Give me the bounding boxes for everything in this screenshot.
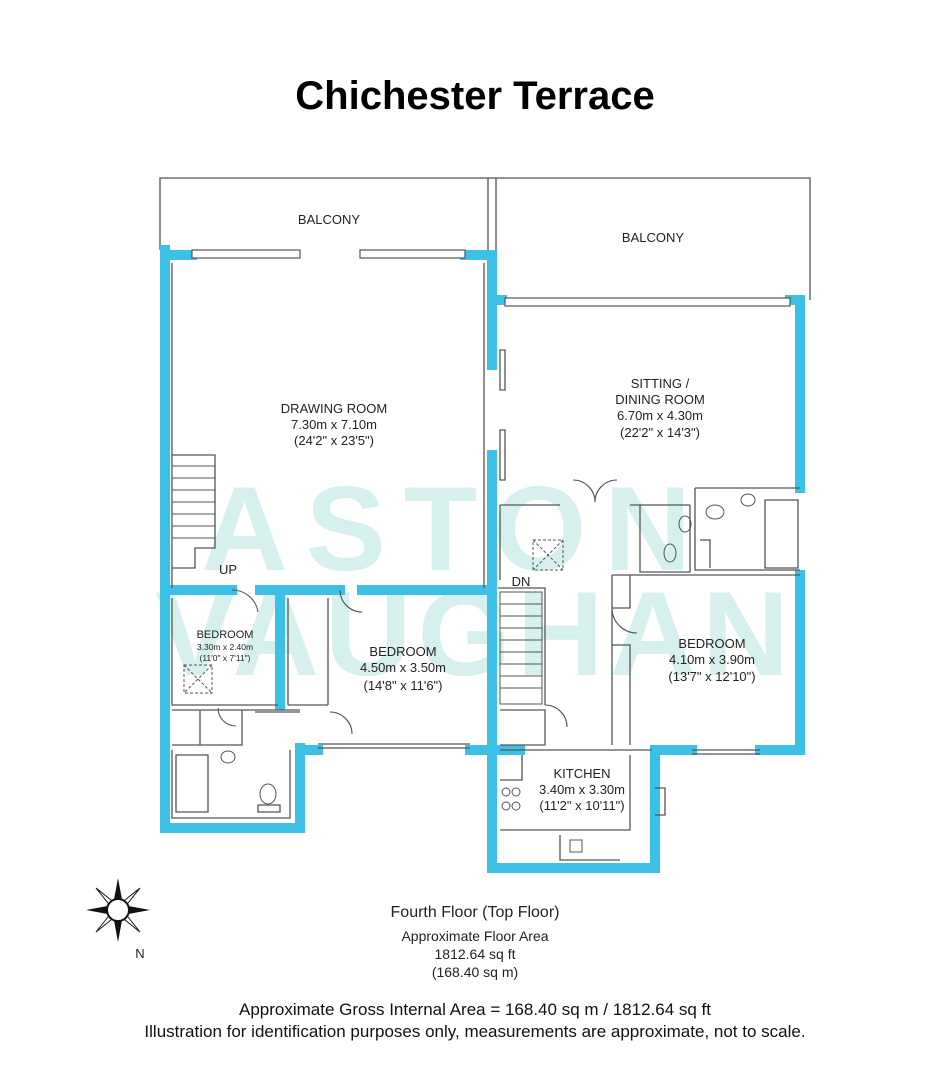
sitting-room-imperial: (22'2" x 14'3")	[620, 425, 700, 440]
stairs-down	[499, 591, 543, 705]
interior-walls	[171, 263, 800, 861]
bedroom-small-name: BEDROOM	[197, 629, 254, 641]
down-label: DN	[512, 574, 531, 589]
floor-area-sqft: 1812.64 sq ft	[434, 946, 516, 962]
bedroom-middle-name: BEDROOM	[369, 644, 436, 659]
kitchen-imperial: (11'2" x 10'11")	[539, 798, 624, 813]
sitting-room-name-line1: SITTING /	[631, 376, 690, 391]
watermark-line1: ASTON	[201, 462, 709, 596]
balcony-right-label: BALCONY	[622, 230, 684, 245]
windows	[191, 249, 791, 307]
floor-area-sqm: (168.40 sq m)	[431, 964, 519, 980]
disclaimer-note: Illustration for identification purposes…	[144, 1022, 806, 1041]
compass-icon	[86, 878, 150, 942]
doors	[217, 479, 638, 735]
bedroom-middle-metric: 4.50m x 3.50m	[360, 660, 446, 675]
plan-title: Chichester Terrace	[295, 74, 655, 118]
walls	[160, 245, 805, 873]
north-label: N	[135, 946, 144, 961]
floor-name: Fourth Floor (Top Floor)	[390, 904, 560, 921]
balcony-outlines	[159, 177, 811, 300]
up-label: UP	[219, 562, 237, 577]
bedroom-small-imperial: (11'0" x 7'11")	[199, 653, 250, 663]
kitchen-name: KITCHEN	[553, 766, 610, 781]
skylights	[183, 539, 564, 694]
bedroom-right-imperial: (13'7" x 12'10")	[668, 669, 755, 684]
drawing-room-metric: 7.30m x 7.10m	[291, 417, 377, 432]
drawing-room-imperial: (24'2" x 23'5")	[294, 433, 374, 448]
sitting-room-metric: 6.70m x 4.30m	[617, 408, 703, 423]
kitchen-metric: 3.40m x 3.30m	[539, 782, 625, 797]
drawing-room-name: DRAWING ROOM	[281, 401, 387, 416]
bedroom-middle-imperial: (14'8" x 11'6")	[364, 678, 443, 693]
gross-area-note: Approximate Gross Internal Area = 168.40…	[238, 1000, 711, 1019]
fixtures	[220, 493, 756, 853]
bedroom-right-name: BEDROOM	[678, 636, 745, 651]
hob-icon	[501, 787, 521, 811]
stairs-up	[172, 465, 215, 539]
floor-area-label: Approximate Floor Area	[401, 928, 549, 944]
balcony-left-label: BALCONY	[298, 212, 360, 227]
bedroom-right-metric: 4.10m x 3.90m	[669, 652, 755, 667]
bedroom-small-metric: 3.30m x 2.40m	[197, 642, 253, 652]
sitting-room-name-line2: DINING ROOM	[615, 392, 705, 407]
